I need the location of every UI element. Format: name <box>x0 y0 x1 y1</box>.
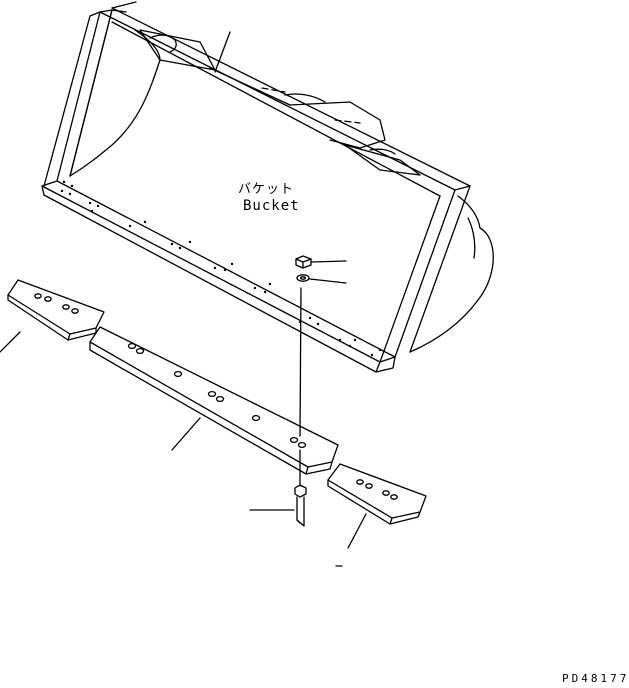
center-cutting-edge <box>90 327 338 474</box>
bucket-bolt-holes <box>60 180 382 357</box>
bucket-top-edge <box>100 8 470 190</box>
drawing-code: PD48177 <box>562 672 629 685</box>
left-corner-edge <box>0 280 104 352</box>
washer <box>297 275 346 283</box>
part-name-english: Bucket <box>243 198 300 214</box>
right-corner-edge <box>328 464 426 566</box>
bucket <box>42 2 493 372</box>
nut <box>296 256 346 268</box>
bucket-side-plate <box>410 196 493 352</box>
bolt-axis-line <box>300 288 301 436</box>
bolt <box>250 485 306 526</box>
part-name-japanese: バケット <box>238 182 295 197</box>
bucket-right-side <box>380 196 440 362</box>
